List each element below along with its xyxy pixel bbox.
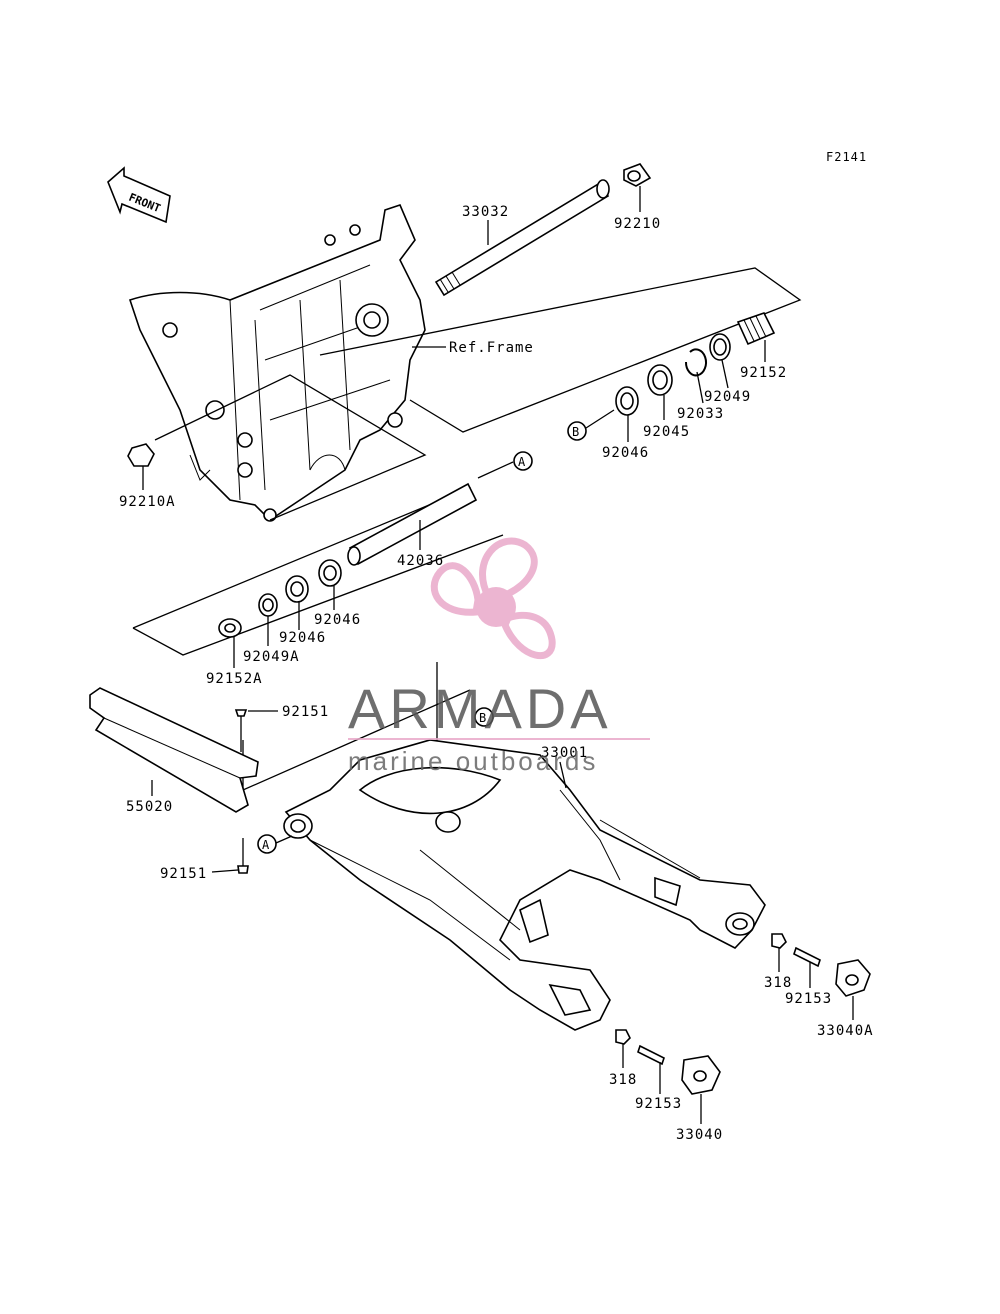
callout-a-upper: A	[477, 451, 533, 479]
part-label-92046-upper: 92046	[602, 445, 649, 461]
part-label-92045: 92045	[643, 424, 690, 440]
part-label-92033: 92033	[677, 406, 724, 422]
callout-b-lower: B	[474, 707, 494, 727]
chain-guard-55020	[89, 687, 259, 813]
part-label-92046-low: 92046	[279, 630, 326, 646]
part-label-92046-mid: 92046	[314, 612, 361, 628]
ball-bearing-92045	[647, 364, 673, 396]
cap-92152A	[218, 618, 242, 638]
nut-92210	[623, 163, 652, 187]
nut-318-left	[615, 1029, 631, 1045]
part-label-33040: 33040	[676, 1127, 723, 1143]
part-label-92151-upper: 92151	[282, 704, 329, 720]
svg-text:B: B	[572, 425, 579, 439]
bolt-92153-left	[637, 1044, 665, 1066]
part-label-33032: 33032	[462, 204, 509, 220]
svg-text:B: B	[479, 711, 486, 725]
circlip-92033	[684, 348, 707, 377]
svg-text:A: A	[518, 455, 526, 469]
watermark-tagline: marine outboards	[348, 746, 598, 776]
part-label-92152A: 92152A	[206, 671, 263, 687]
armada-watermark: ARMADA marine outboards	[348, 537, 650, 776]
part-label-92210: 92210	[614, 216, 661, 232]
dust-seal-92152	[736, 312, 776, 346]
leader-lines	[142, 186, 854, 1124]
svg-text:A: A	[262, 838, 270, 852]
ref-frame-label: Ref.Frame	[449, 340, 534, 356]
part-label-55020: 55020	[126, 799, 173, 815]
bolt-92153-right	[793, 946, 821, 968]
frame-illustration	[128, 204, 426, 522]
pivot-shaft-33032	[434, 179, 610, 297]
swingarm-33001	[283, 739, 766, 1031]
bolt-92151-upper	[234, 709, 248, 752]
nut-318-right	[771, 933, 787, 949]
part-label-33040A: 33040A	[817, 1023, 874, 1039]
part-label-92153-left: 92153	[635, 1096, 682, 1112]
needle-bearing-92046-mid	[318, 559, 342, 587]
part-label-42036: 42036	[397, 553, 444, 569]
figure-code: F2141	[826, 150, 867, 164]
part-label-33001: 33001	[541, 745, 588, 761]
part-label-92152: 92152	[740, 365, 787, 381]
adjuster-33040A	[835, 959, 871, 997]
needle-bearing-92046-upper	[615, 386, 639, 416]
nut-92210A	[127, 443, 155, 467]
part-label-318-right: 318	[764, 975, 792, 991]
callout-a-lower: A	[257, 834, 293, 854]
part-label-92210A: 92210A	[119, 494, 176, 510]
part-label-318-left: 318	[609, 1072, 637, 1088]
part-label-92049A: 92049A	[243, 649, 300, 665]
part-label-92049: 92049	[704, 389, 751, 405]
seal-92049A	[258, 593, 278, 617]
seal-92049	[709, 333, 731, 361]
part-label-92153-right: 92153	[785, 991, 832, 1007]
watermark-brand: ARMADA	[348, 677, 612, 740]
front-arrow-icon: FRONT	[107, 166, 171, 224]
adjuster-33040	[681, 1055, 721, 1095]
part-label-92151-lower: 92151	[160, 866, 207, 882]
collar-42036	[347, 482, 478, 566]
part-labels: 33032 92210 92210A 92152 92049 92033 920…	[119, 204, 874, 1143]
needle-bearing-92046-low	[285, 575, 309, 603]
callout-b-right: B	[567, 409, 615, 441]
propeller-logo-icon	[430, 537, 556, 660]
bolt-92151-lower	[237, 838, 249, 874]
